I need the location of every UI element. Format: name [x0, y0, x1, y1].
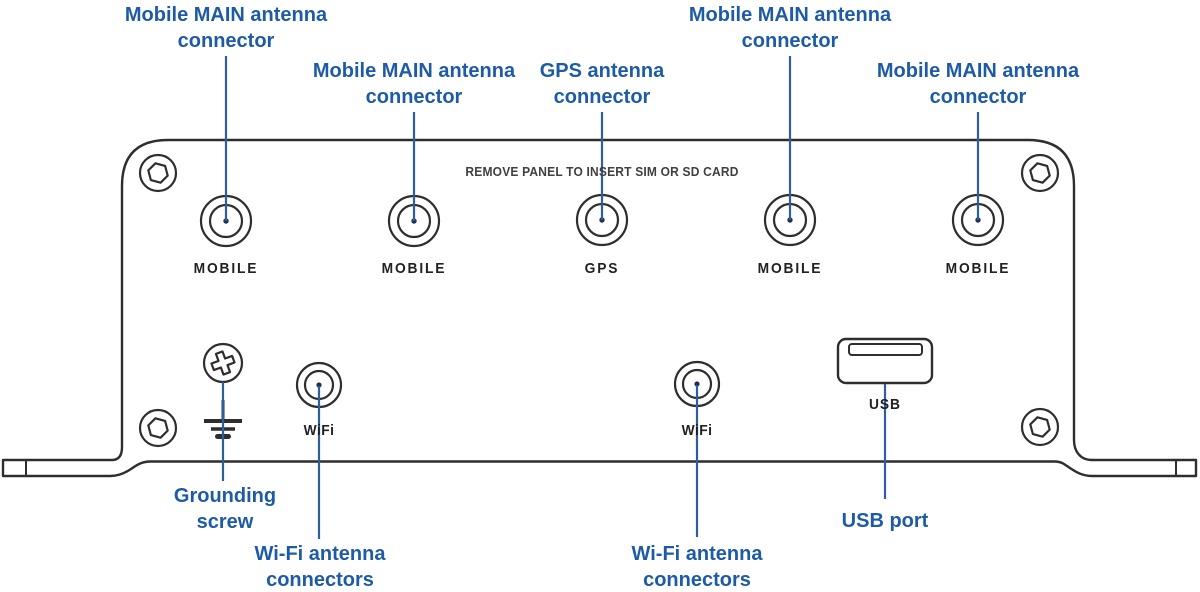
- callout-mobile-main-3: Mobile MAIN antenna connector: [688, 4, 892, 52]
- callout-mobile-main-1: Mobile MAIN antenna connector: [124, 4, 328, 52]
- corner-screw-bottom-right-icon: [1020, 407, 1060, 447]
- corner-screw-bottom-left-icon: [138, 408, 178, 448]
- port-label-mobile-1: MOBILE: [193, 260, 259, 277]
- callout-wifi-1: Wi-Fi antenna connectors: [254, 543, 386, 591]
- port-label-mobile-2: MOBILE: [381, 260, 447, 277]
- grounding-screw-icon: [202, 342, 244, 384]
- port-label-wifi-2: WiFi: [681, 422, 713, 439]
- usb-port-icon: [836, 337, 934, 385]
- port-label-wifi-1: WiFi: [303, 422, 335, 439]
- callout-mobile-main-4: Mobile MAIN antenna connector: [876, 60, 1080, 108]
- port-label-gps: GPS: [584, 260, 620, 277]
- panel-notice-text: REMOVE PANEL TO INSERT SIM OR SD CARD: [465, 165, 739, 179]
- leader-lines: [221, 56, 980, 539]
- port-label-usb: USB: [869, 396, 901, 413]
- corner-screw-top-right-icon: [1020, 153, 1060, 193]
- callout-grounding-screw: Grounding screw: [173, 485, 277, 533]
- callout-wifi-2: Wi-Fi antenna connectors: [631, 543, 763, 591]
- callout-gps: GPS antenna connector: [539, 60, 665, 108]
- corner-screw-top-left-icon: [138, 153, 178, 193]
- port-label-mobile-4: MOBILE: [945, 260, 1011, 277]
- device-chassis-outline: [1, 138, 1198, 478]
- callout-usb-port: USB port: [841, 510, 929, 532]
- callout-mobile-main-2: Mobile MAIN antenna connector: [312, 60, 516, 108]
- port-label-mobile-3: MOBILE: [757, 260, 823, 277]
